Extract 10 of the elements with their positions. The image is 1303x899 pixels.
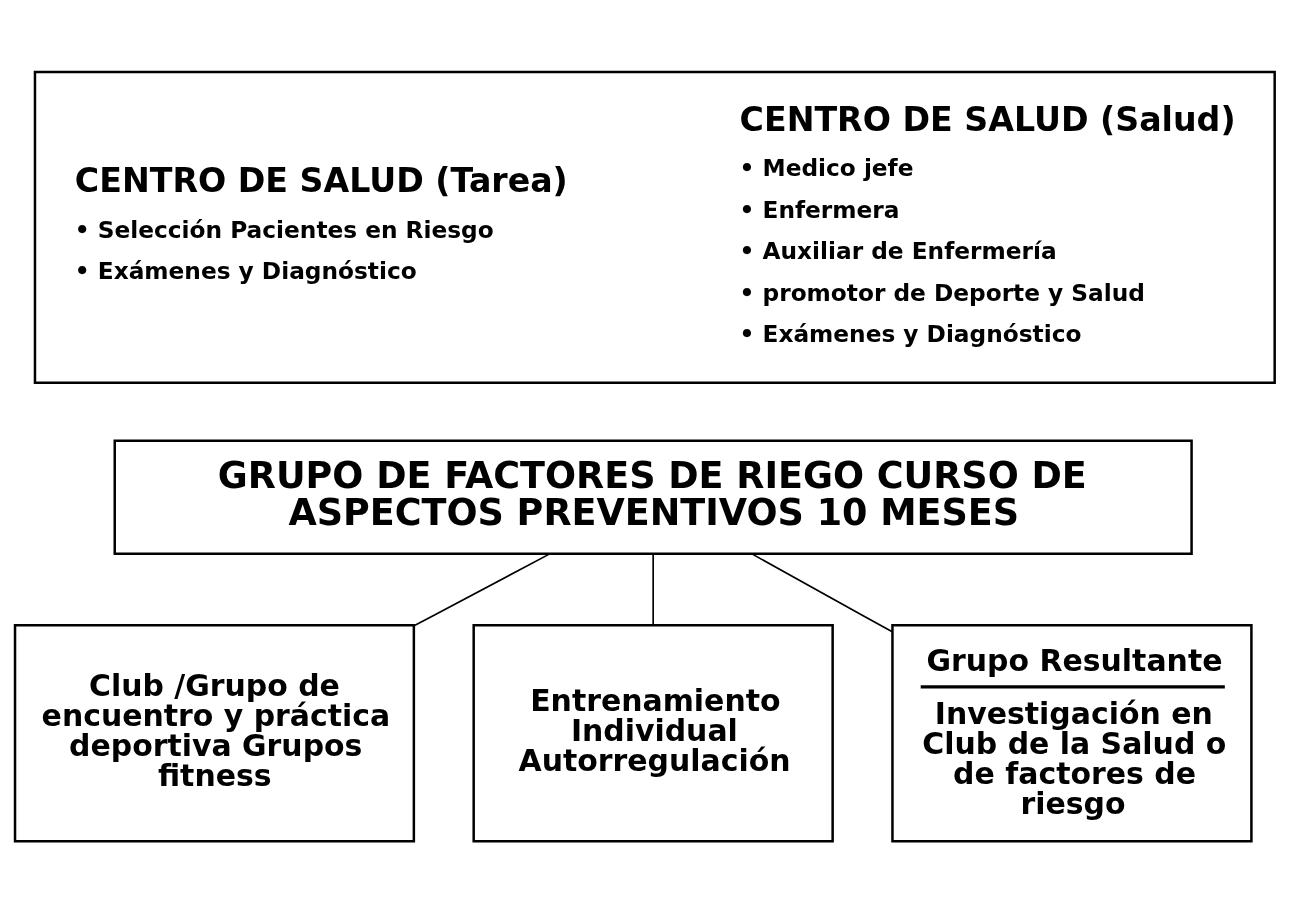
node-box: GRUPO DE FACTORES DE RIEGO CURSO DE ASPECTOS PREVENTIVOS 10 MESES [113,439,1193,555]
node-text: CENTRO DE SALUD (Salud) • Medico jefe • Enfermera • Auxiliar de Enfermería • promotor de Deporte y Salud • Exámenes y Diagnóstico [739,99,1236,347]
node-box: Grupo Resultante Investigación en Club de la Salud o de factores de riesgo [891,623,1253,843]
cluster [33,70,1276,384]
node-box: Entrenamiento Individual Autorregulación [472,623,834,843]
node-text: CENTRO DE SALUD (Tarea) • Selección Pacientes en Riesgo • Exámenes y Diagnóstico [74,160,568,284]
connector [413,552,551,627]
connector [751,552,894,633]
node-box: Club /Grupo de encuentro y práctica deportiva Grupos fitness [13,623,416,843]
connector [652,552,654,626]
